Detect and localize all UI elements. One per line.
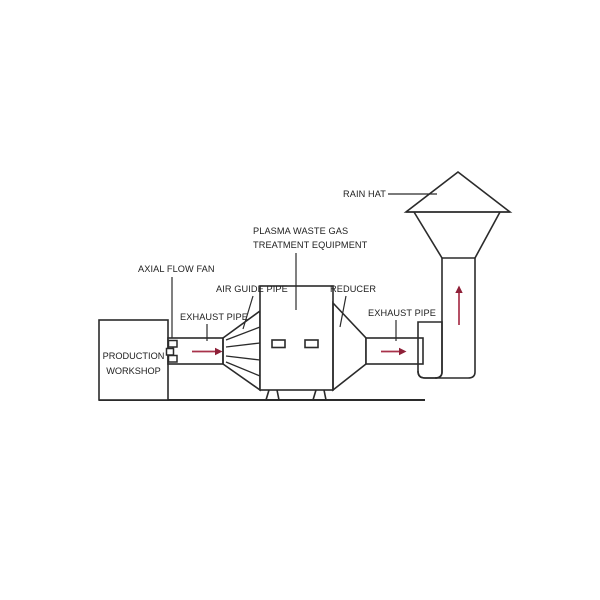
label-exhaust-pipe-right: EXHAUST PIPE	[368, 308, 436, 318]
axial-flow-fan-connector	[169, 347, 174, 356]
air-guide-vane-3	[225, 355, 261, 361]
stack-flare-left	[413, 211, 443, 259]
air-guide-pipe	[222, 309, 261, 392]
reducer	[332, 300, 367, 392]
label-air-guide-pipe: AIR GUIDE PIPE	[216, 284, 288, 294]
reducer-outlet-flow-arrow	[381, 347, 407, 356]
air-guide-vane-4	[225, 361, 261, 377]
vertical-stack-base	[435, 371, 476, 379]
label-exhaust-pipe-left: EXHAUST PIPE	[180, 312, 248, 322]
label-rain-hat: RAIN HAT	[343, 189, 386, 199]
stack-flow-arrow	[455, 285, 463, 325]
label-axial-flow-fan: AXIAL FLOW FAN	[138, 264, 215, 274]
air-guide-vane-2	[225, 342, 261, 348]
air-guide-vane-1	[225, 326, 261, 341]
plasma-equipment-viewport-right	[304, 339, 319, 349]
plasma-equipment-leg-right	[311, 389, 327, 401]
elbow-outer-radius	[417, 370, 443, 379]
duct-flow-arrow	[192, 347, 223, 356]
leader-air-guide-pipe	[242, 295, 254, 330]
label-reducer: REDUCER	[330, 284, 376, 294]
axial-flow-fan-block-top	[167, 339, 178, 348]
axial-flow-fan-block-mid	[165, 347, 175, 356]
production-workshop-label-line1: PRODUCTION	[103, 351, 165, 361]
plasma-equipment-viewport-left	[271, 339, 286, 349]
label-plasma-equipment-line1: PLASMA WASTE GAS	[253, 226, 348, 236]
plasma-equipment-leg-left	[264, 389, 280, 401]
label-plasma-equipment-line2: TREATMENT EQUIPMENT	[253, 240, 368, 250]
stack-flare-right	[474, 211, 501, 259]
production-workshop-label-line2: WORKSHOP	[106, 366, 161, 376]
leader-reducer	[339, 295, 347, 328]
axial-flow-fan-block-bottom	[167, 354, 178, 363]
rain-hat	[403, 170, 513, 213]
